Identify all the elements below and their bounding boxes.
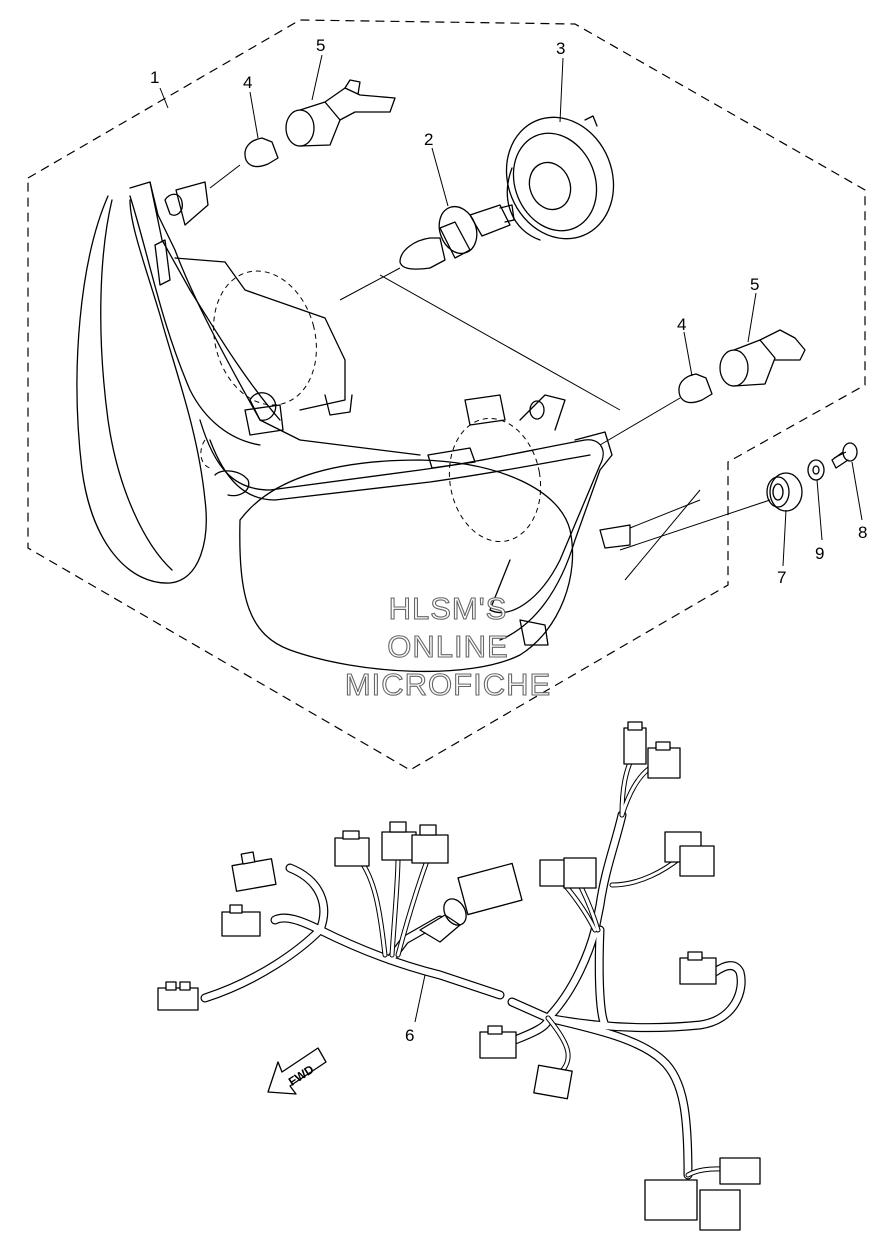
dust-cover-drawing bbox=[505, 115, 615, 241]
connector-mid-a bbox=[539, 857, 597, 889]
connector-right-b bbox=[679, 951, 717, 985]
callout-labels: 1 2 3 4 4 5 5 6 7 8 9 bbox=[150, 36, 867, 1045]
position-bulb-right-drawing bbox=[678, 373, 713, 404]
bulb-socket-right-drawing bbox=[719, 329, 806, 387]
connector-bottom-a bbox=[644, 1157, 761, 1231]
callout-4-right: 4 bbox=[677, 315, 686, 334]
bulb-socket-top-drawing bbox=[285, 79, 396, 147]
watermark-line-2: ONLINE bbox=[387, 629, 508, 664]
headlight-assembly-boundary bbox=[27, 19, 866, 771]
connector-center-plug bbox=[419, 862, 523, 943]
callout-1: 1 bbox=[150, 68, 159, 87]
callout-5-top: 5 bbox=[316, 36, 325, 55]
connector-right-a bbox=[664, 831, 715, 877]
connector-top-b bbox=[381, 821, 417, 861]
callout-9: 9 bbox=[815, 544, 824, 563]
callout-5-right: 5 bbox=[750, 275, 759, 294]
watermark: HLSM'S ONLINE MICROFICHE bbox=[344, 590, 551, 702]
assembly-guide-lines bbox=[209, 164, 771, 581]
watermark-line-1: HLSM'S bbox=[389, 591, 508, 626]
washer-drawing bbox=[807, 459, 825, 481]
headlight-unit-drawing bbox=[76, 181, 631, 673]
callout-leaders bbox=[159, 54, 863, 1023]
connector-left-a bbox=[157, 981, 199, 1011]
screw-drawing bbox=[831, 442, 858, 469]
wire-harness-drawing bbox=[157, 721, 761, 1231]
connector-left-b bbox=[221, 904, 261, 937]
callout-6: 6 bbox=[405, 1026, 414, 1045]
callout-4-top: 4 bbox=[243, 73, 252, 92]
connector-top-right-a bbox=[623, 721, 647, 765]
callout-3: 3 bbox=[556, 39, 565, 58]
fwd-arrow: FWD bbox=[267, 1047, 327, 1095]
grommet-drawing bbox=[766, 472, 803, 512]
callout-7: 7 bbox=[777, 568, 786, 587]
connector-top-c bbox=[411, 824, 449, 864]
connector-lower-a bbox=[479, 1025, 517, 1059]
headlight-bulb-drawing bbox=[399, 204, 515, 270]
callout-8: 8 bbox=[858, 523, 867, 542]
connector-top-a bbox=[334, 830, 370, 867]
connector-top-right-b bbox=[647, 741, 681, 779]
watermark-line-3: MICROFICHE bbox=[345, 667, 551, 702]
connector-lower-b bbox=[533, 1064, 573, 1100]
connector-left-c bbox=[231, 851, 277, 892]
position-bulb-top-drawing bbox=[244, 137, 279, 168]
callout-2: 2 bbox=[424, 130, 433, 149]
